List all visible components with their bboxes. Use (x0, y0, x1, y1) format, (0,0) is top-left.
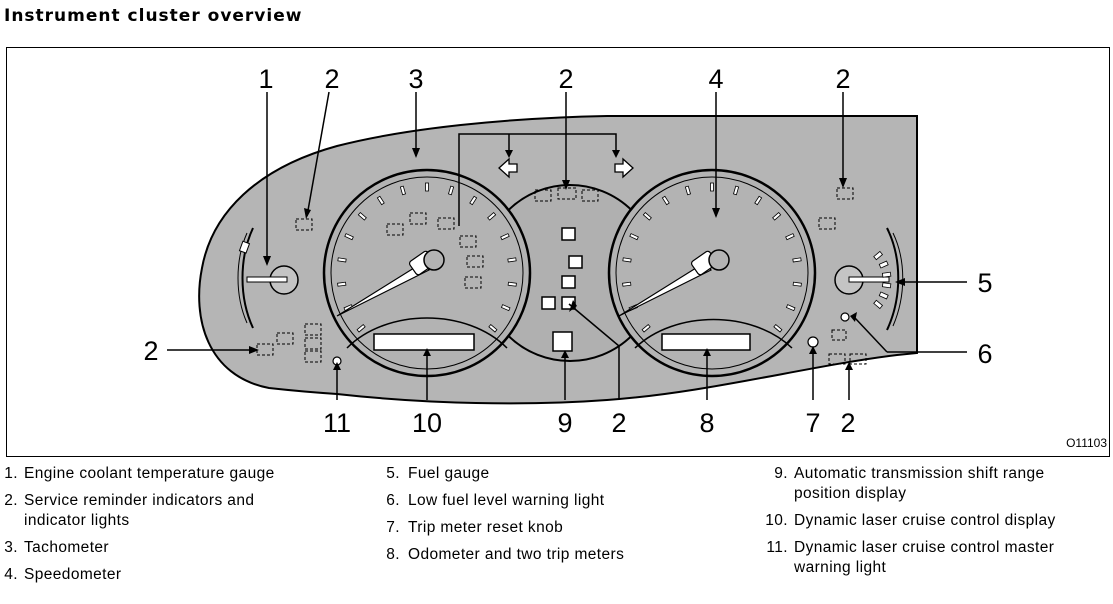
instrument-cluster-figure: 1 2 3 2 4 2 5 2 6 11 10 9 2 8 7 2 O11103 (6, 47, 1110, 457)
legend-column-1: 1.Engine coolant temperature gauge 2.Ser… (4, 464, 344, 592)
speedometer-lower-arc (634, 318, 793, 349)
tachometer-lower-arc (346, 317, 508, 349)
callout-2-top-center: 2 (558, 64, 574, 94)
low-fuel-warning-light (840, 312, 850, 322)
fuel-gauge-tick (878, 291, 889, 300)
fuel-gauge-tick (881, 282, 892, 289)
gauge-tick (772, 211, 782, 221)
fuel-gauge-tick (873, 250, 884, 261)
tachometer-needle (336, 249, 445, 317)
fuel-gauge-tick (878, 260, 889, 269)
legend-item: 10.Dynamic laser cruise control display (765, 512, 1056, 529)
right-turn-arrow-icon (614, 157, 634, 179)
indicator-lights (256, 187, 867, 365)
gauge-tick (792, 257, 802, 263)
gauge-tick (357, 211, 367, 221)
callout-5: 5 (977, 268, 993, 298)
callout-11: 11 (322, 408, 352, 438)
gauge-tick (754, 195, 763, 206)
legend-item: 8.Odometer and two trip meters (386, 546, 625, 563)
legend-item: 9.Automatic transmission shift range pos… (774, 465, 1045, 502)
callout-3: 3 (408, 64, 424, 94)
legend-item: 2.Service reminder indicators and indica… (4, 492, 255, 529)
gauge-tick (785, 304, 796, 312)
gauge-tick (448, 185, 455, 196)
callout-8: 8 (699, 408, 715, 438)
gauge-tick (684, 185, 691, 196)
gauge-tick (488, 323, 498, 333)
gauge-tick (629, 233, 639, 241)
instrument-cluster-drawing (167, 91, 967, 405)
left-turn-arrow-icon (498, 157, 518, 179)
fuel-gauge-ticks (873, 250, 892, 310)
gauge-tick (785, 233, 795, 241)
gauge-tick (344, 233, 354, 241)
gauge-tick (399, 185, 406, 196)
legend-item: 3.Tachometer (4, 539, 109, 556)
fuel-gauge-dial (834, 227, 904, 331)
gauge-tick (661, 195, 670, 206)
engine-coolant-temperature-gauge (237, 227, 299, 329)
fuel-gauge-tick (881, 271, 892, 278)
callout-7: 7 (805, 408, 821, 438)
speedometer-needle (618, 249, 730, 317)
gauge-tick (469, 195, 478, 206)
speedometer (607, 168, 817, 378)
callout-leader-lines (167, 91, 967, 400)
legend-item: 6.Low fuel level warning light (386, 492, 605, 509)
legend-column-3: 9.Automatic transmission shift range pos… (762, 464, 1107, 585)
callout-2-top-right: 2 (835, 64, 851, 94)
legend-item: 7.Trip meter reset knob (386, 519, 564, 536)
callout-2-left: 2 (143, 336, 159, 366)
figure-code: O11103 (1066, 436, 1107, 450)
gauge-tick (733, 185, 740, 196)
callout-4: 4 (708, 64, 724, 94)
gauge-tick (337, 257, 347, 263)
gauge-tick (500, 233, 510, 241)
shift-range-display (541, 227, 583, 352)
gauge-tick (641, 323, 651, 333)
callout-10: 10 (411, 408, 443, 438)
fuel-gauge-tick (873, 299, 884, 310)
gauge-tick (356, 323, 366, 333)
cruise-control-display (373, 333, 475, 351)
callout-6: 6 (977, 339, 993, 369)
gauge-tick (507, 281, 517, 287)
callout-2-bottom-center: 2 (611, 408, 627, 438)
gauge-tick (500, 304, 511, 312)
gauge-tick (622, 257, 632, 263)
gauge-tick (622, 281, 632, 287)
gauge-tick (642, 211, 652, 221)
gauge-tick (487, 211, 497, 221)
callout-arrowheads (249, 148, 905, 370)
legend-item: 11.Dynamic laser cruise control master w… (766, 539, 1055, 576)
gauge-tick (337, 281, 347, 287)
callout-1: 1 (258, 64, 274, 94)
page-title: Instrument cluster overview (4, 6, 303, 26)
gauge-tick (376, 195, 385, 206)
callout-2-top-left: 2 (324, 64, 340, 94)
odometer-display (661, 333, 751, 351)
trip-meter-reset-knob (807, 336, 819, 348)
gauge-tick (507, 257, 517, 263)
legend-item: 5.Fuel gauge (386, 465, 490, 482)
gauge-tick (773, 323, 783, 333)
gauge-tick (792, 281, 802, 287)
gauge-tick (710, 182, 714, 192)
legend-item: 1.Engine coolant temperature gauge (4, 465, 275, 482)
legend-item: 4.Speedometer (4, 566, 122, 583)
callout-2-bottom-right: 2 (840, 408, 856, 438)
gauge-tick (425, 182, 429, 192)
legend-column-2: 5.Fuel gauge 6.Low fuel level warning li… (386, 464, 726, 572)
callout-9: 9 (557, 408, 573, 438)
